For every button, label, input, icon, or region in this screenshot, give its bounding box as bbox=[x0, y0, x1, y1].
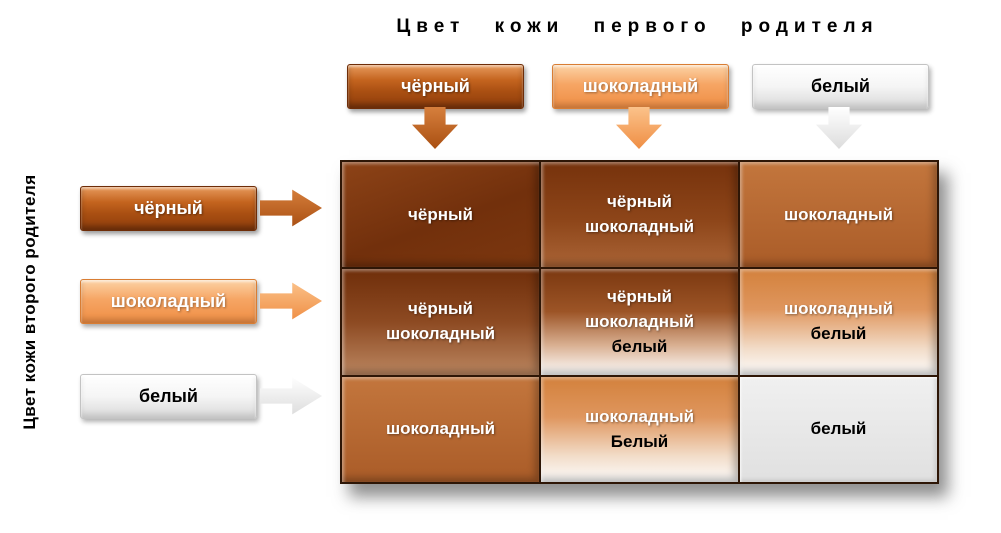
cell-black-x-chocolate: чёрный шоколадный bbox=[541, 162, 738, 268]
cell-chocolate-x-white: шоколадный белый bbox=[740, 269, 937, 375]
cell-white-x-chocolate: шоколадный Белый bbox=[541, 376, 738, 482]
right-arrow-white-icon bbox=[260, 377, 322, 415]
cell-line: белый bbox=[810, 419, 867, 439]
down-arrow-white-icon bbox=[816, 107, 862, 149]
cell-line: шоколадный bbox=[783, 204, 894, 224]
cell-line: белый bbox=[810, 324, 867, 344]
cell-black-x-black: чёрный bbox=[342, 162, 539, 268]
cell-chocolate-x-black: чёрный шоколадный bbox=[342, 269, 539, 375]
down-arrow-black-icon bbox=[412, 107, 458, 149]
cell-line: шоколадный bbox=[385, 324, 496, 344]
right-arrow-black-icon bbox=[260, 189, 322, 227]
cell-line: шоколадный bbox=[783, 299, 894, 319]
column-header-black: чёрный bbox=[347, 64, 524, 109]
cell-line: чёрный bbox=[408, 299, 473, 319]
column-header-white-label: белый bbox=[810, 76, 870, 96]
top-axis-title: Цвет кожи первого родителя bbox=[396, 16, 879, 37]
cell-black-x-white: шоколадный bbox=[740, 162, 937, 268]
cell-chocolate-x-chocolate: чёрный шоколадный белый bbox=[541, 269, 738, 375]
cell-line: шоколадный bbox=[584, 406, 695, 426]
row-header-white-label: белый bbox=[138, 386, 198, 406]
row-header-black: чёрный bbox=[80, 186, 257, 231]
cell-line: чёрный bbox=[408, 204, 473, 224]
column-header-chocolate-label: шоколадный bbox=[582, 76, 699, 96]
row-header-chocolate: шоколадный bbox=[80, 279, 257, 324]
cell-white-x-white: белый bbox=[740, 376, 937, 482]
cell-line: Белый bbox=[610, 431, 669, 451]
down-arrow-chocolate-icon bbox=[616, 107, 662, 149]
cell-line: белый bbox=[611, 336, 668, 356]
row-header-black-label: чёрный bbox=[134, 198, 203, 218]
column-header-white: белый bbox=[752, 64, 929, 109]
cell-line: шоколадный bbox=[385, 419, 496, 439]
row-header-white: белый bbox=[80, 374, 257, 419]
cell-line: чёрный bbox=[607, 192, 672, 212]
column-header-chocolate: шоколадный bbox=[552, 64, 729, 109]
left-axis-title: Цвет кожи второго родителя bbox=[20, 174, 39, 430]
result-grid: чёрный чёрный шоколадный шоколадный чёрн… bbox=[340, 160, 939, 484]
right-arrow-chocolate-icon bbox=[260, 282, 322, 320]
cell-line: шоколадный bbox=[584, 311, 695, 331]
cell-line: чёрный bbox=[607, 286, 672, 306]
column-header-black-label: чёрный bbox=[401, 76, 470, 96]
row-header-chocolate-label: шоколадный bbox=[110, 291, 227, 311]
cell-line: шоколадный bbox=[584, 217, 695, 237]
cell-white-x-black: шоколадный bbox=[342, 376, 539, 482]
